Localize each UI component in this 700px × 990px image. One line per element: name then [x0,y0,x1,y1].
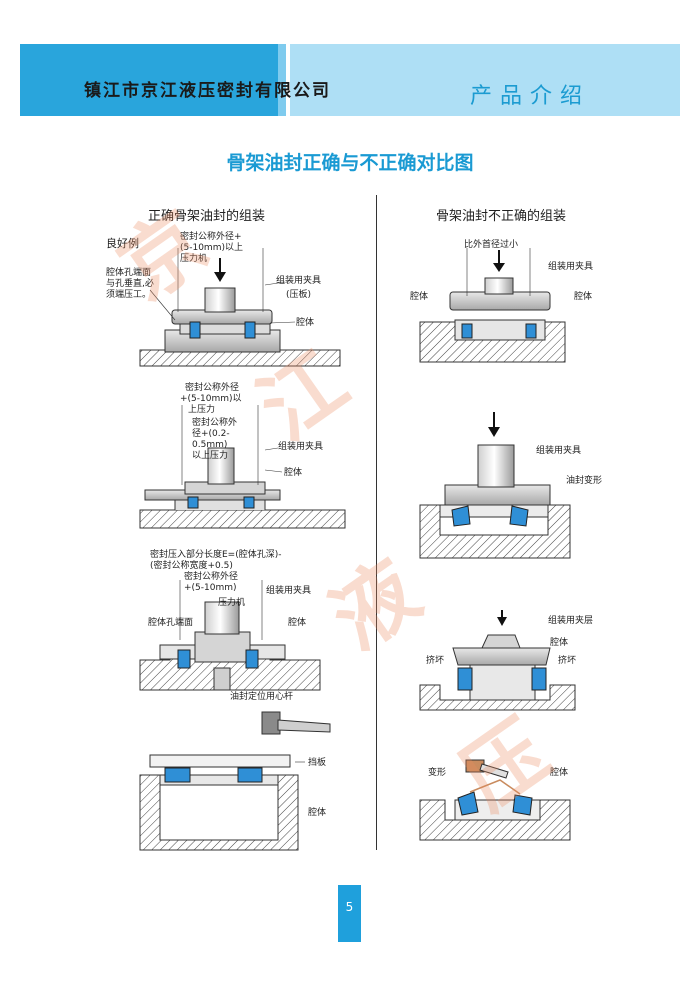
left3-rod: 油封定位用心杆 [230,692,294,702]
left1-press: 压力机 [180,254,208,264]
right3-fixture: 组装用夹层 [548,616,594,626]
page-number: 5 [345,900,354,914]
left2-spec4: 密封公称外 [192,418,238,428]
left3-press: 压力机 [218,598,246,608]
header-band-right [290,44,680,116]
right-column-title: 骨架油封不正确的组装 [436,209,567,224]
left2-spec5: 径+(0.2- [192,429,230,439]
left1-cavity-note3: 须端压工。 [106,290,152,300]
right1-body-left: 腔体 [410,292,429,302]
right2-deform: 油封变形 [566,476,603,486]
right4-body: 腔体 [550,768,569,778]
left3-cavity-face: 腔体孔端面 [148,618,194,628]
right-diagram-4 [419,759,571,841]
company-name: 镇江市京江液压密封有限公司 [84,81,331,101]
section-title: 产品介绍 [470,84,591,109]
left1-fixture: 组装用夹具 [276,276,322,286]
left-column-title: 正确骨架油封的组装 [148,209,266,224]
left1-fixture-plate: (压板) [286,290,312,300]
left2-spec2: +(5-10mm)以 [180,394,242,404]
column-divider [376,195,377,850]
good-example-label: 良好例 [106,237,139,250]
left-diagram-3 [139,580,321,691]
left4-body: 腔体 [308,808,327,818]
left2-fixture: 组装用夹具 [278,442,324,452]
header-band-left [20,44,282,116]
left2-spec1: 密封公称外径 [185,383,240,393]
left4-plate: 挡板 [308,758,327,768]
right1-fixture: 组装用夹具 [548,262,594,272]
right3-damage-left: 挤坏 [426,656,445,666]
left1-cavity-note2: 与孔垂直,必 [106,279,154,289]
left2-spec6: 0.5mm) [192,440,228,450]
header-band-divider [278,44,286,116]
left1-spec-line1: 密封公称外径+ [180,232,242,242]
left1-spec-line2: (5-10mm)以上 [180,243,243,253]
left2-body: 腔体 [284,468,303,478]
left3-spec3: 密封公称外径 [184,572,239,582]
right3-body: 腔体 [550,638,569,648]
left3-spec4: +(5-10mm) [184,583,237,593]
left3-fixture: 组装用夹具 [266,586,312,596]
left1-cavity-note1: 腔体孔端面 [106,268,152,278]
right-diagram-3 [419,610,576,711]
left2-spec7: 以上压力 [192,451,229,461]
left3-body: 腔体 [288,618,307,628]
right1-body-right: 腔体 [574,292,593,302]
left1-body: 腔体 [296,318,315,328]
left-diagram-2 [139,405,346,529]
right-diagram-2 [419,412,571,559]
right2-fixture: 组装用夹具 [536,446,582,456]
right1-note: 比外首径过小 [464,240,519,250]
left2-spec3: 上压力 [188,405,216,415]
left-diagram-1 [139,248,341,367]
right-diagram-1 [419,248,566,363]
left-diagram-4 [139,711,331,851]
right4-deform: 变形 [428,768,447,778]
page-title: 骨架油封正确与不正确对比图 [226,152,474,174]
left3-spec1: 密封压入部分长度E=(腔体孔深)- [150,550,282,560]
left3-spec2: (密封公称宽度+0.5) [150,561,233,571]
page-number-tab [338,885,361,942]
right3-damage-right: 挤坏 [558,656,577,666]
